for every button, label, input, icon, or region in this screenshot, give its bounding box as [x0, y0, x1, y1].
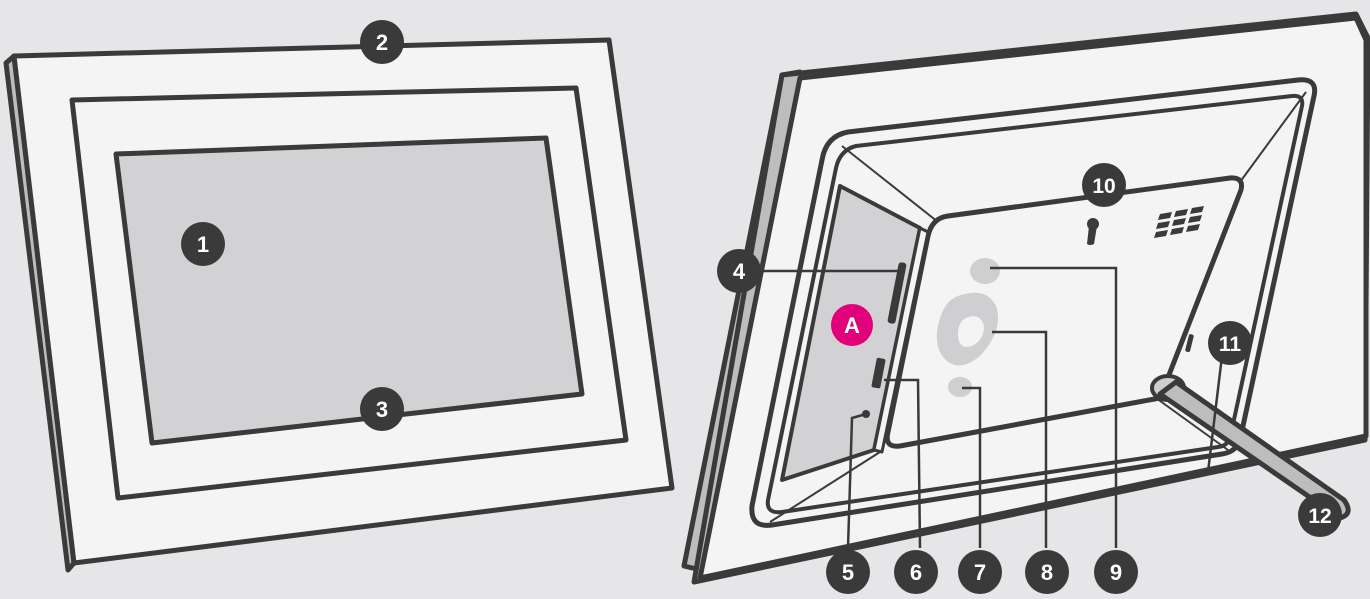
back-center-panel: [884, 175, 1244, 449]
svg-text:3: 3: [376, 397, 388, 422]
svg-text:4: 4: [733, 259, 746, 284]
ring-button: [936, 292, 998, 366]
leader-6: [884, 378, 922, 549]
callout-4: 4: [717, 249, 761, 293]
callout-5: 5: [826, 550, 870, 594]
small-button: [948, 377, 972, 397]
back-view: A: [681, 11, 1370, 585]
side-panel-badge: [831, 304, 873, 346]
callout-2: 2: [360, 20, 404, 64]
callouts: 1 2 3 4 5 6 7 8: [181, 20, 1342, 594]
svg-text:11: 11: [1219, 333, 1242, 356]
side-panel-badge-text: A: [844, 313, 860, 338]
svg-text:12: 12: [1308, 505, 1331, 528]
svg-text:8: 8: [1041, 560, 1053, 585]
leader-7: [962, 386, 982, 548]
callout-11: 11: [1208, 321, 1252, 365]
callout-8: 8: [1025, 550, 1069, 594]
svg-text:7: 7: [974, 560, 986, 585]
svg-text:1: 1: [197, 232, 209, 257]
leader-9: [990, 266, 1118, 548]
callout-9: 9: [1094, 550, 1138, 594]
front-view: [3, 37, 675, 573]
usb-port: [871, 357, 886, 389]
corner-line-bl: [769, 451, 881, 523]
svg-text:9: 9: [1110, 560, 1122, 585]
svg-text:10: 10: [1092, 175, 1115, 198]
svg-text:5: 5: [842, 560, 854, 585]
callout-12: 12: [1298, 493, 1342, 537]
corner-line-tr: [1239, 91, 1307, 183]
leader-8: [992, 330, 1048, 548]
speaker-grille-icon: [1154, 206, 1204, 238]
leader-11: [1206, 355, 1224, 473]
callout-7: 7: [958, 550, 1002, 594]
callout-3: 3: [360, 387, 404, 431]
callout-10: 10: [1082, 163, 1126, 207]
front-screen: [113, 135, 585, 446]
callout-1: 1: [181, 222, 225, 266]
side-panel-edge: [872, 226, 930, 454]
top-button: [970, 258, 1000, 284]
corner-line-br: [1155, 397, 1229, 451]
callout-6: 6: [894, 550, 938, 594]
svg-text:2: 2: [376, 30, 388, 55]
keyhole-icon: [1087, 218, 1099, 245]
power-switch: [1185, 334, 1194, 353]
leader-5: [846, 412, 867, 549]
leader-lines: [760, 266, 1224, 549]
svg-text:6: 6: [910, 560, 922, 585]
corner-line-tl: [841, 145, 939, 223]
card-slot: [887, 262, 907, 324]
